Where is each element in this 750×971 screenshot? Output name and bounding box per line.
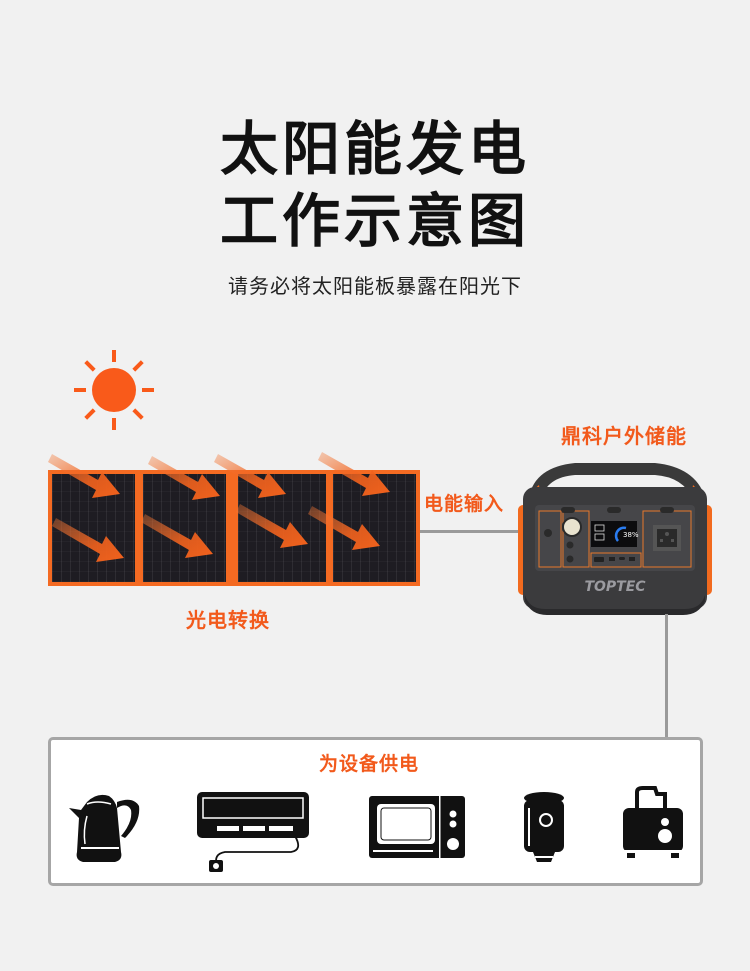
power-station-title: 鼎科户外储能 <box>561 424 687 448</box>
air-conditioner-icon <box>197 792 309 872</box>
devices-box: 为设备供电 <box>48 737 703 886</box>
display-percent: 38% <box>623 531 639 539</box>
connector-line-output <box>665 614 668 739</box>
page-subtitle: 请务必将太阳能板暴露在阳光下 <box>228 274 522 298</box>
toaster-icon <box>623 786 683 858</box>
power-station-image: 38% TOPTEC <box>518 463 712 615</box>
photoelectric-conversion-label: 光电转换 <box>186 608 270 632</box>
page-title-line1: 太阳能发电 <box>219 115 530 183</box>
power-input-label: 电能输入 <box>424 493 505 515</box>
microwave-icon <box>369 796 465 858</box>
humidifier-icon <box>524 792 564 862</box>
sunlight-arrows <box>48 452 390 562</box>
page-title-line2: 工作示意图 <box>219 187 530 255</box>
connector-line-input <box>420 530 522 533</box>
kettle-icon <box>69 794 140 862</box>
sun-icon <box>74 350 154 430</box>
devices-box-title: 为设备供电 <box>319 753 420 775</box>
brand-logo: TOPTEC <box>584 579 646 595</box>
